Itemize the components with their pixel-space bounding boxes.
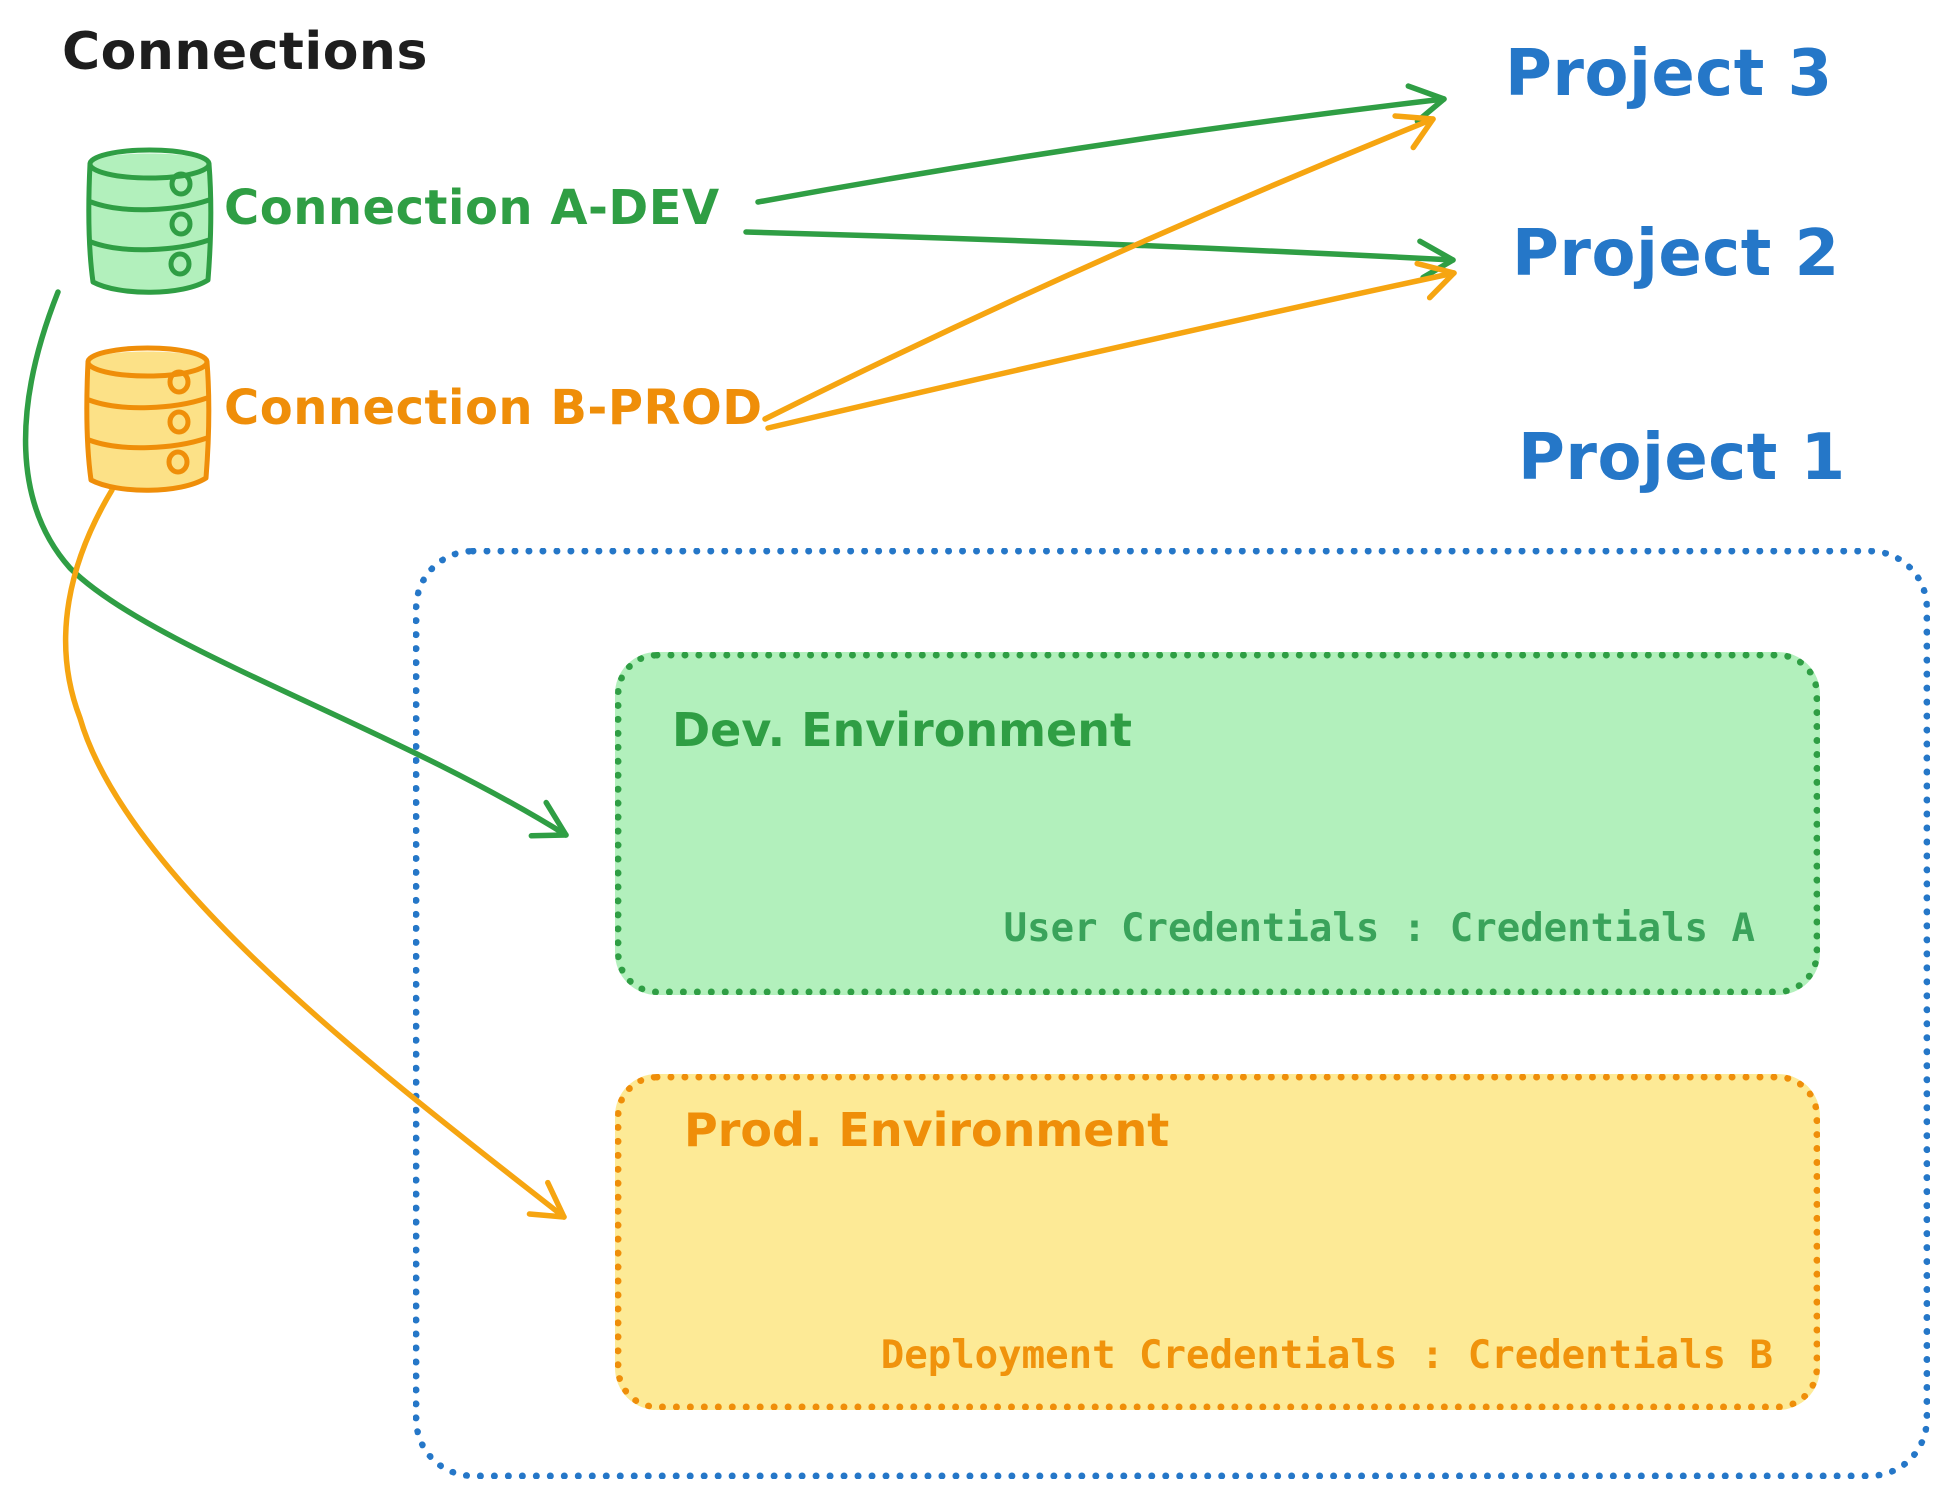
prod-environment-box: Prod. Environment Deployment Credentials… [615, 1074, 1820, 1410]
prod-environment-credentials: Deployment Credentials : Credentials B [880, 1333, 1773, 1378]
arrow-b-prod-to-project-2 [765, 260, 1457, 431]
arrow-a-dev-to-project-3 [755, 83, 1447, 205]
connection-b-prod-label: Connection B-PROD [224, 380, 763, 436]
connection-a-dev-label: Connection A-DEV [224, 180, 720, 236]
dev-environment-credentials: User Credentials : Credentials A [1003, 906, 1755, 951]
prod-environment-title: Prod. Environment [684, 1103, 1170, 1157]
project-1-label: Project 1 [1518, 421, 1846, 495]
arrow-a-dev-to-project-2 [743, 229, 1456, 281]
project-3-label: Project 3 [1505, 37, 1833, 111]
arrow-b-prod-to-project-3 [762, 113, 1436, 422]
diagram-title: Connections [62, 22, 428, 82]
dev-environment-box: Dev. Environment User Credentials : Cred… [615, 652, 1820, 995]
dev-environment-title: Dev. Environment [672, 703, 1132, 757]
database-prod-icon [84, 345, 212, 493]
database-dev-icon [86, 147, 214, 295]
project-2-label: Project 2 [1512, 217, 1840, 291]
